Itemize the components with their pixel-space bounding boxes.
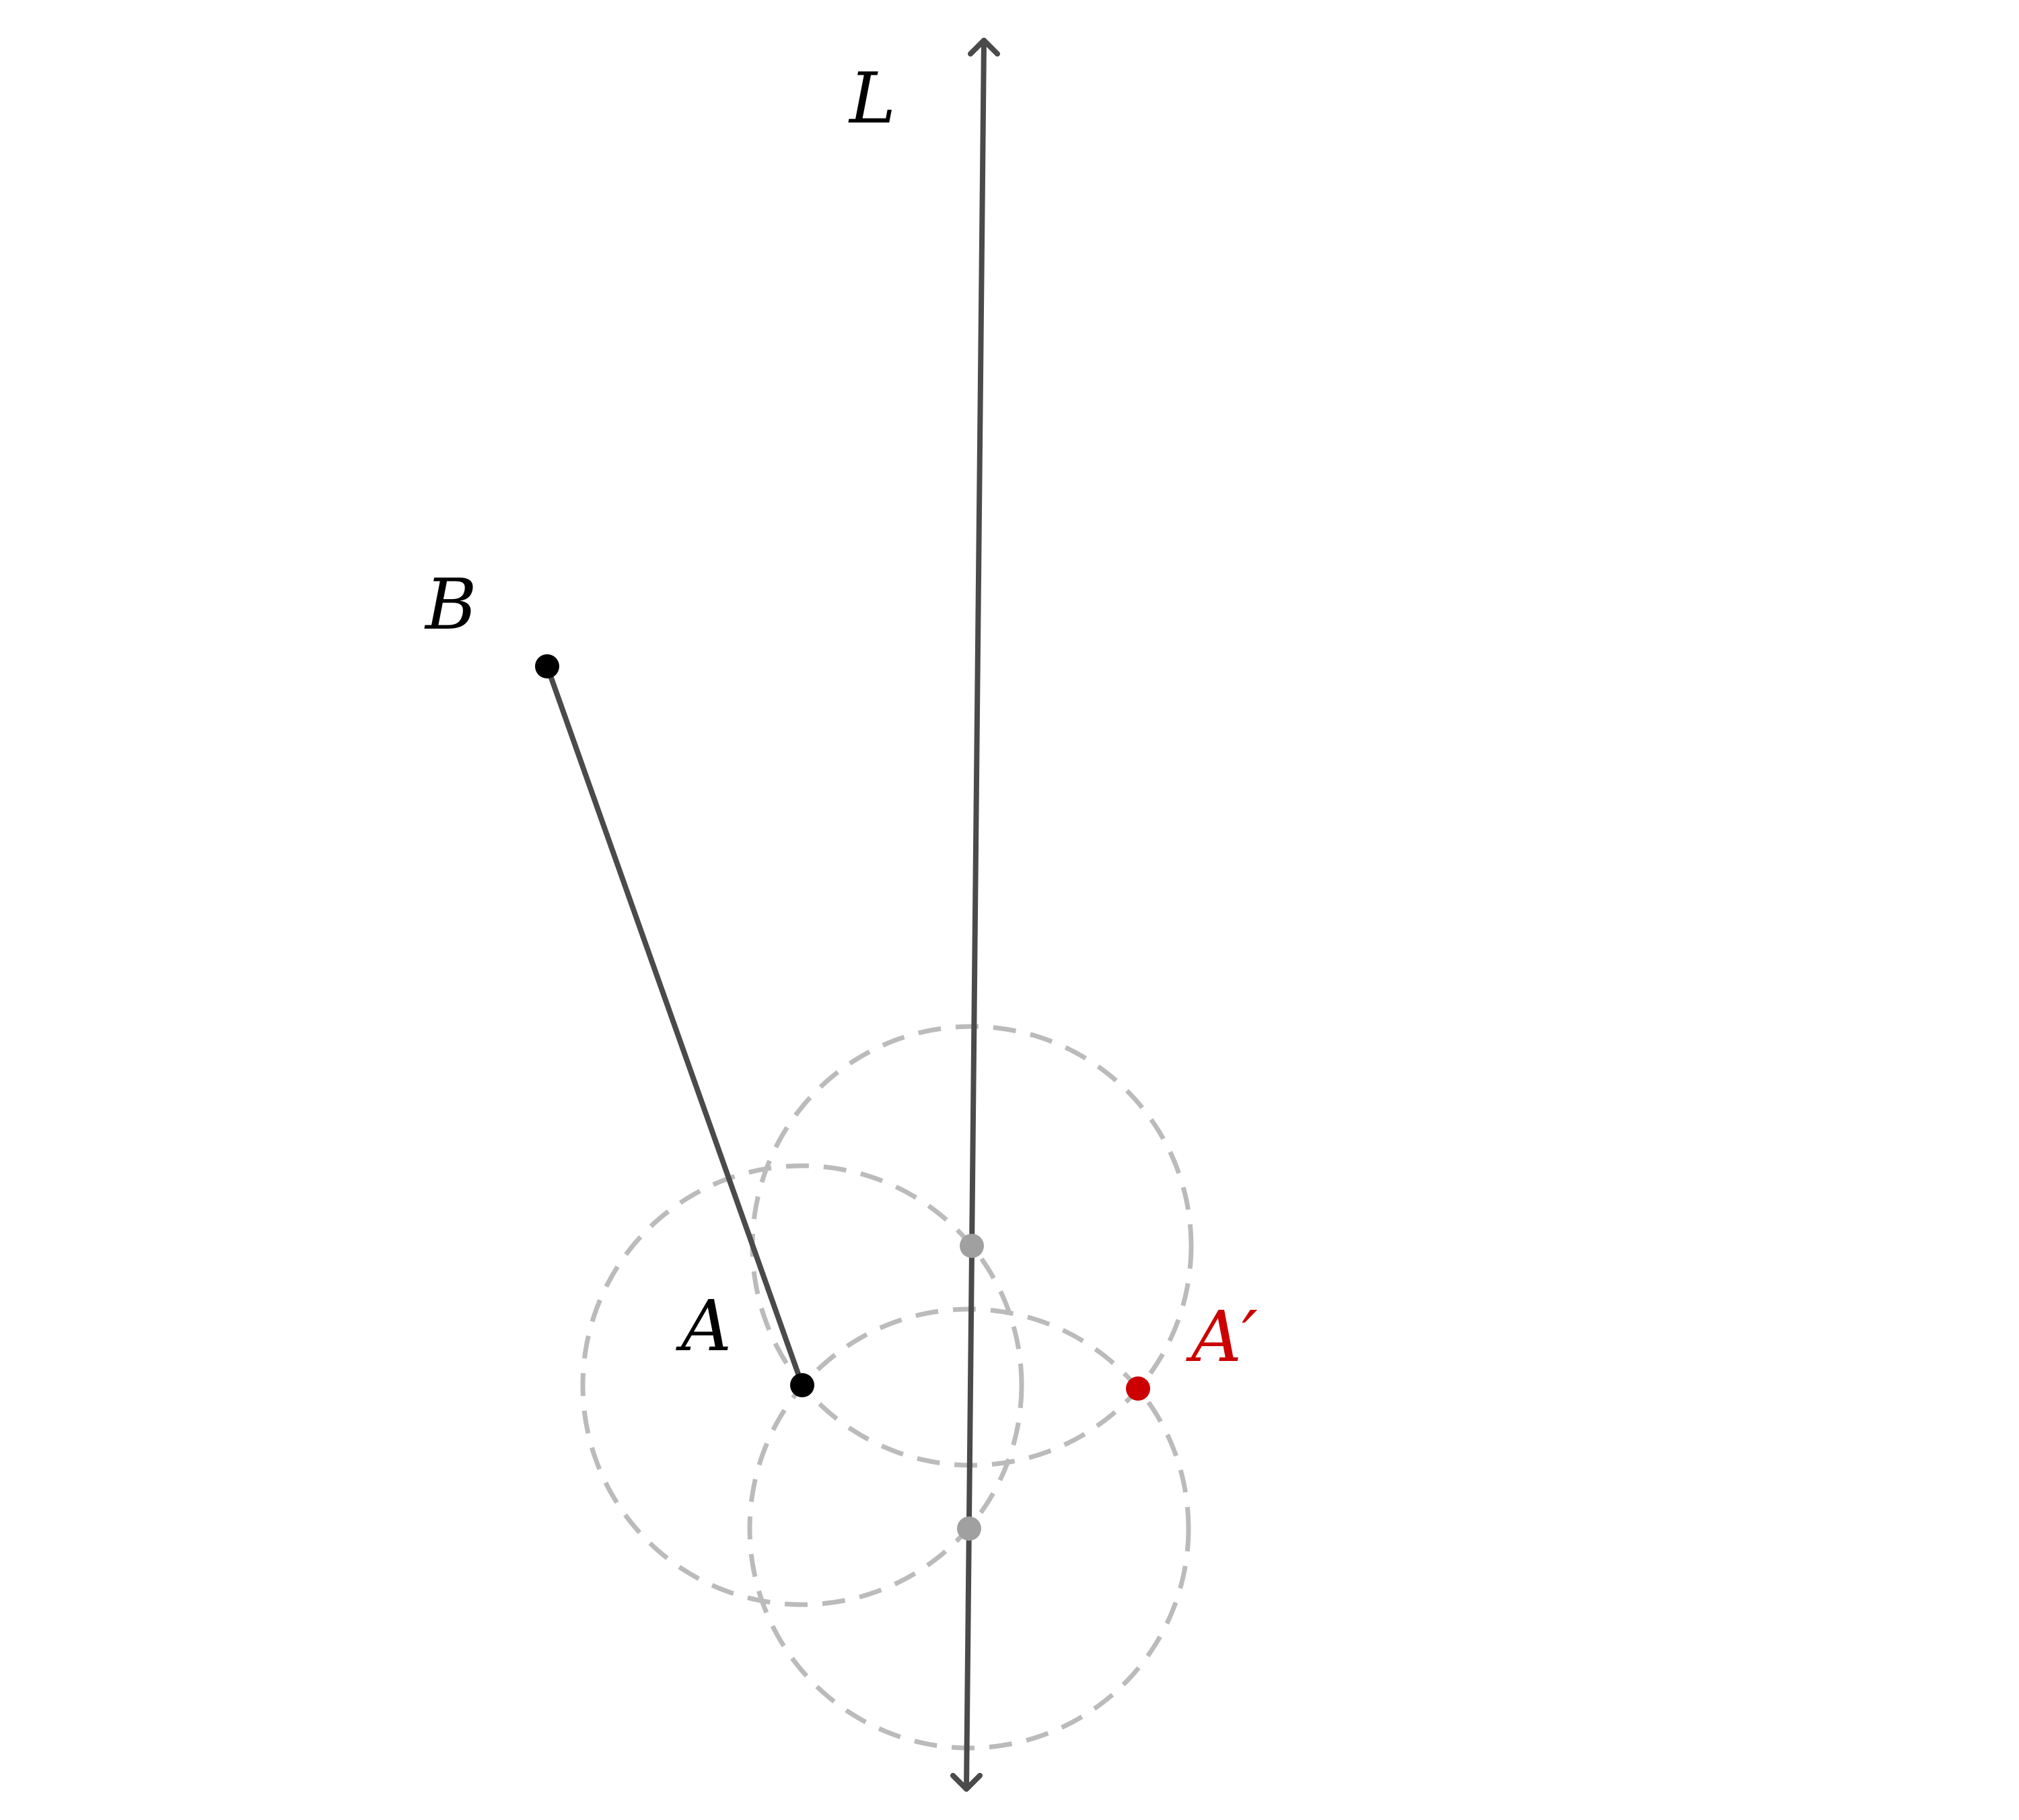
construction-circles (580, 1024, 1194, 1751)
line-l-top-arrowhead (968, 38, 1000, 57)
point-a (790, 1373, 814, 1397)
point-a-prime (1126, 1376, 1150, 1401)
construction-point-upper (960, 1234, 984, 1258)
construction-circle-around-a (580, 1163, 1024, 1607)
point-b-label: B (424, 563, 476, 645)
line-l-label: L (848, 57, 896, 139)
line-l (950, 38, 1000, 1792)
point-a-prime-label: A′ (1186, 1296, 1258, 1378)
point-a-label: A (676, 1285, 732, 1367)
segment-ab (544, 664, 805, 1388)
line-l-bottom-arrowhead (950, 1773, 983, 1792)
construction-point-lower (957, 1516, 981, 1541)
point-b (535, 654, 559, 678)
line-l-shaft (964, 38, 987, 1792)
